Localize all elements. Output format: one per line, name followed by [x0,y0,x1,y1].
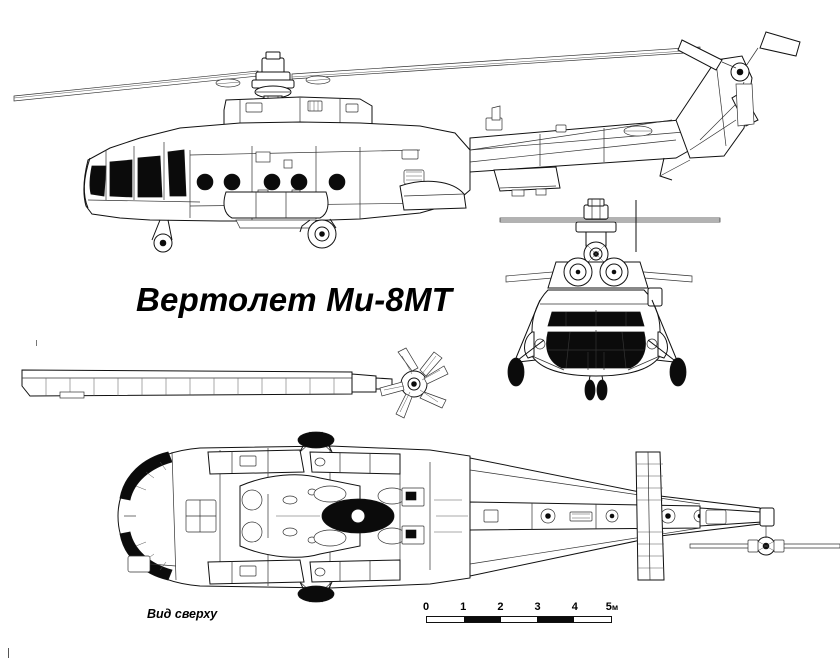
side-engine-deck [223,96,373,127]
scale-bar: 0 1 2 3 4 5м [422,601,618,627]
side-main-rotor-blades [13,46,701,102]
scale-unit-label: м [611,602,619,612]
page-title: Вертолет Ми-8МТ [136,281,453,318]
topview-landing-gear [127,431,335,603]
side-tail-boom [469,105,691,197]
side-fuselage [83,121,471,253]
rotor-blade-detail-group [21,347,449,419]
scale-segment-filled-2 [537,617,575,622]
topview-tail-rotor [689,507,840,556]
scale-tick-5: 5м [606,601,618,613]
edge-registration-tick [36,340,37,346]
corner-registration-tick [8,648,9,658]
scale-tick-1: 1 [460,601,467,613]
scale-tick-2: 2 [497,601,504,613]
scale-tick-3: 3 [534,601,541,613]
scale-tick-4: 4 [571,601,578,613]
front-view-group [499,198,721,401]
scale-tick-0: 0 [422,601,430,613]
top-view-group [117,431,840,603]
top-view-caption: Вид сверху [147,607,218,621]
side-view-group [13,31,801,253]
scale-segment-filled-1 [463,617,501,622]
scale-tick-5-value: 5 [605,601,612,613]
side-tail-rotor [659,31,801,181]
front-engine-intakes [547,257,649,289]
topview-tail-beam [469,501,707,531]
topview-sponsons [207,449,401,585]
front-fuselage [524,287,668,377]
rotor-hub-star [379,347,449,419]
front-rotor-head [575,198,617,267]
blade-rib-lines [45,378,335,396]
topview-nose-glazing [119,451,177,581]
topview-tail-fin [635,451,665,581]
scale-bar-track [426,616,612,623]
front-landing-gear [507,299,687,401]
topview-cabin [185,446,468,588]
